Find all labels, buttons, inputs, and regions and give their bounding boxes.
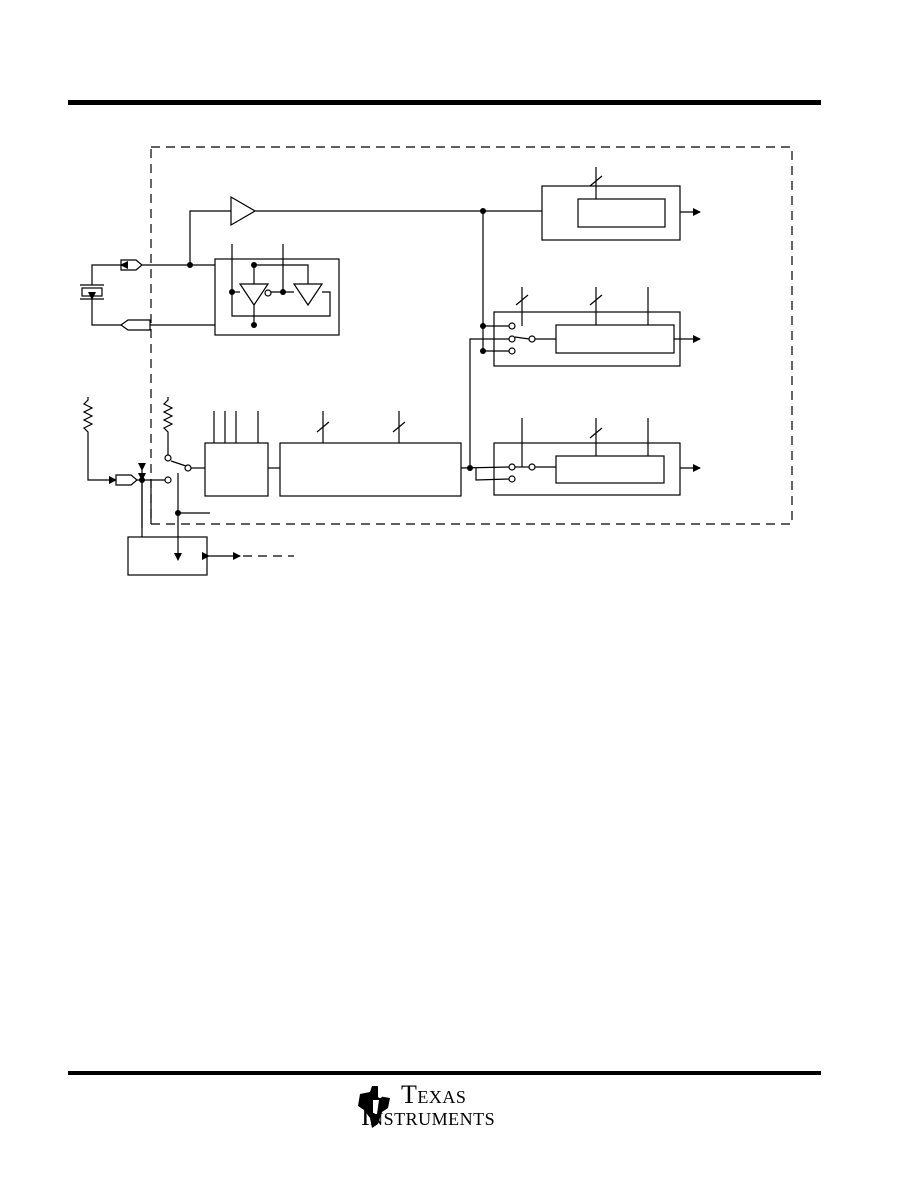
ref-in-pin [115, 474, 138, 486]
out-block-1 [541, 185, 681, 241]
block-diagram [80, 146, 793, 576]
buffer-amp [230, 195, 257, 227]
wire-buffer-in [189, 210, 231, 265]
logo-line-1: Texas [401, 1080, 467, 1109]
external-controller [127, 536, 208, 576]
xtal-in-pin [120, 259, 143, 271]
osc-inverter-1 [238, 283, 270, 307]
xtal-out-pin [119, 319, 151, 331]
osc-inverter-2 [292, 283, 324, 307]
ti-emblem-icon [358, 1086, 390, 1128]
out-block-3 [493, 442, 681, 496]
device-boundary [150, 146, 793, 525]
out-block-1-inner [577, 198, 666, 228]
logo-line-2: Instruments [361, 1102, 496, 1131]
crystal [81, 287, 103, 297]
out-block-2-inner [555, 324, 675, 354]
control-block [204, 442, 269, 497]
out-block-3-inner [555, 455, 665, 484]
footer-rule [68, 1071, 821, 1075]
divider-block [279, 442, 462, 497]
ti-wordmark: Texas Instruments [361, 1080, 495, 1130]
ti-logo: Texas Instruments [356, 1080, 526, 1144]
oscillator-block [214, 258, 340, 336]
osc-bubble-1 [264, 289, 272, 297]
header-rule [68, 100, 821, 105]
